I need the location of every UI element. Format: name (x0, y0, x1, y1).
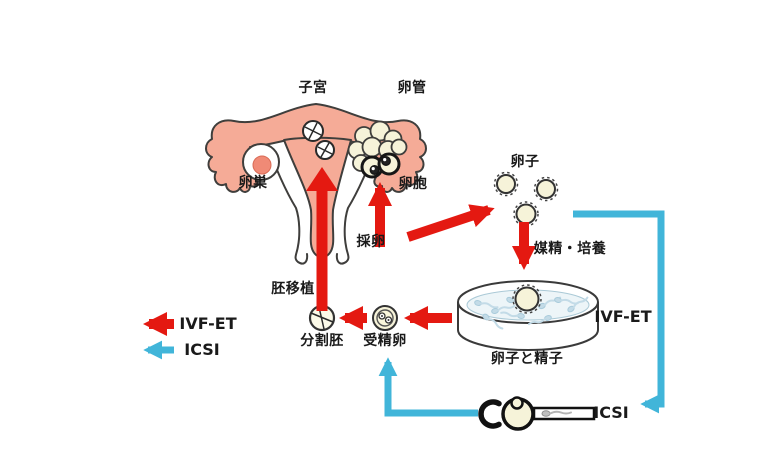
label-egg-retrieval: 採卵 (356, 234, 386, 250)
label-ovary: 卵巣 (238, 175, 268, 191)
embryo-transfer-arrow (306, 167, 338, 311)
follicle-cluster (347, 120, 408, 179)
petri-dish (457, 280, 599, 351)
label-ivf-dish: IVF-ET (594, 307, 652, 326)
icsi-illustration (478, 396, 596, 431)
retrieval-to-eggs-arrow (406, 204, 495, 242)
egg-cell (496, 174, 516, 194)
dish-egg (514, 286, 540, 312)
label-uterus: 子宮 (298, 80, 328, 96)
fertilized-egg-illustration (372, 305, 398, 331)
retrieved-eggs (493, 171, 559, 227)
uterine-wall-right (335, 147, 377, 265)
uterine-wall-left (267, 147, 309, 265)
label-follicles: 卵胞 (398, 176, 428, 192)
label-icsi-procedure: ICSI (593, 403, 629, 422)
needle-sperm (541, 410, 572, 417)
ovary-follicle-ball (252, 155, 272, 175)
embryo-in-uterus (302, 120, 324, 142)
polar-body (510, 396, 524, 410)
holding-pipette (478, 399, 502, 429)
label-fertilized-egg: 受精卵 (363, 333, 407, 349)
icsi-to-fertilized-arrow (378, 357, 478, 417)
label-embryo-transfer: 胚移植 (271, 281, 315, 297)
red-arrows (142, 167, 537, 337)
label-eggs: 卵子 (510, 154, 540, 170)
legend-icsi-label: ICSI (184, 340, 220, 359)
label-insemination-culture: 媒精・培養 (533, 241, 607, 257)
label-eggs-and-sperm: 卵子と精子 (490, 351, 564, 367)
label-oviduct: 卵管 (397, 80, 427, 96)
egg-cell (536, 179, 556, 199)
cyan-arrows (143, 210, 665, 417)
legend-ivf-label: IVF-ET (179, 314, 237, 333)
egg-cell (515, 203, 537, 225)
label-cleaved-embryo: 分割胚 (300, 333, 344, 349)
embryo-in-uterus (315, 140, 335, 160)
uterus-illustration (205, 103, 427, 265)
icsi-loop-line (573, 210, 665, 414)
